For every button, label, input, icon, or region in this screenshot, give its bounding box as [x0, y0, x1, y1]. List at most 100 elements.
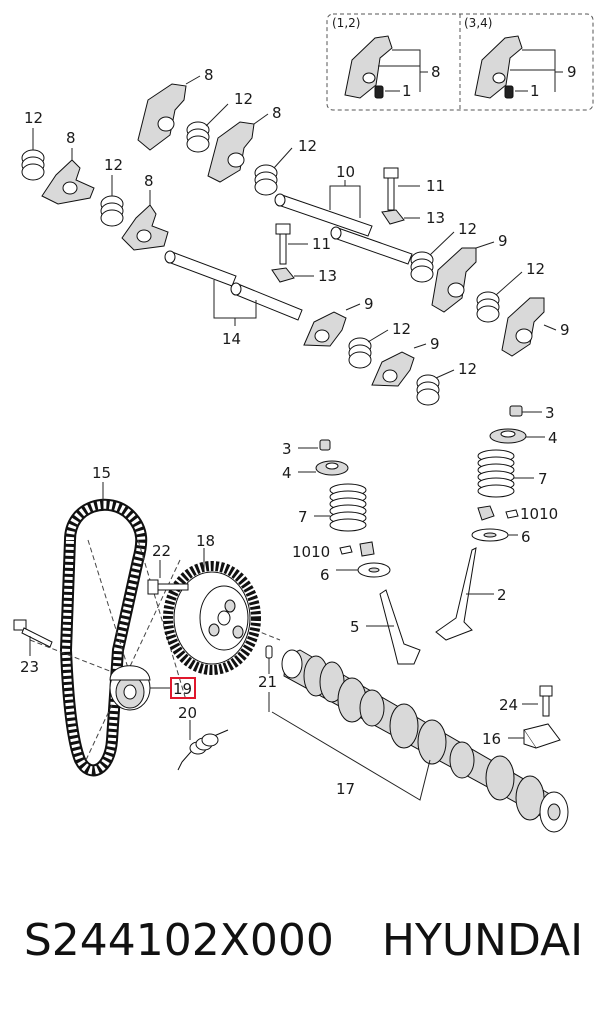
callout-8-inset: 8: [431, 63, 441, 81]
brand-name: HYUNDAI: [381, 914, 584, 966]
exploded-parts-diagram: (1,2) (3,4) 8 1 9 1: [13, 13, 594, 833]
callout-4: 4: [548, 429, 558, 447]
callout-1010: 1010: [292, 543, 330, 561]
timing-belt: 15: [59, 464, 148, 777]
valve-train-left: 3 4 7 1010 6 5: [282, 439, 421, 665]
callout-17: 17: [336, 780, 355, 798]
rocker-spring: [348, 337, 372, 369]
callout-10: 10: [336, 163, 355, 181]
callout-23: 23: [20, 658, 39, 676]
rocker-spring: [410, 251, 434, 283]
callout-12: 12: [392, 320, 411, 338]
rocker-arm-inset-left: [344, 35, 393, 99]
rocker-arm: [121, 204, 169, 251]
callout-12: 12: [526, 260, 545, 278]
rocker-spring: [100, 195, 124, 227]
camshaft-pin: 21: [258, 645, 277, 712]
callout-12: 12: [458, 220, 477, 238]
callout-7: 7: [538, 470, 548, 488]
part-number: S244102X000: [23, 914, 334, 966]
shaft-clip: [271, 267, 295, 283]
callout-9: 9: [498, 232, 508, 250]
callout-20: 20: [178, 704, 197, 722]
inset-label-left: (1,2): [332, 16, 360, 30]
rocker-arm: [501, 297, 545, 357]
callout-13: 13: [318, 267, 337, 285]
callout-21: 21: [258, 673, 277, 691]
callout-1-inset-right: 1: [530, 82, 540, 100]
callout-7: 7: [298, 508, 308, 526]
tensioner-spring: 20: [177, 704, 229, 771]
callout-9: 9: [430, 335, 440, 353]
valve-spring: [329, 483, 367, 532]
callout-3: 3: [282, 440, 292, 458]
callout-13: 13: [426, 209, 445, 227]
shaft-bolt: [383, 167, 399, 211]
callout-12: 12: [234, 90, 253, 108]
sensor-bracket: 24 16: [482, 685, 561, 749]
inset-label-right: (3,4): [464, 16, 492, 30]
callout-11: 11: [426, 177, 445, 195]
valve-stem-seal: [359, 541, 375, 557]
caption-bar: S244102X000 HYUNDAI: [0, 905, 607, 975]
callout-6: 6: [521, 528, 531, 546]
sprocket-bolt: 22: [147, 542, 189, 595]
rocker-spring: [476, 291, 500, 323]
callout-12: 12: [24, 109, 43, 127]
callout-1-inset-left: 1: [402, 82, 412, 100]
valve-cotter: [509, 405, 523, 417]
callout-16: 16: [482, 730, 501, 748]
callout-8: 8: [144, 172, 154, 190]
valve-stem-seal: [477, 505, 495, 521]
callout-6: 6: [320, 566, 330, 584]
callout-14: 14: [222, 330, 241, 348]
adjuster-screw-inset-left: [374, 85, 384, 99]
rocker-arm: [303, 311, 347, 347]
valve-spring: [477, 449, 515, 498]
callout-12: 12: [458, 360, 477, 378]
rocker-arm: [431, 247, 477, 313]
adjuster-screw-inset-right: [504, 85, 514, 99]
camshaft-sprocket: 18: [163, 532, 261, 675]
rocker-shaft: [333, 227, 413, 265]
callout-4: 4: [282, 464, 292, 482]
valve: [379, 589, 421, 665]
shaft-bolt: [275, 223, 291, 265]
shaft-clip: [381, 209, 405, 225]
callout-8: 8: [66, 129, 76, 147]
callout-8: 8: [204, 66, 214, 84]
callout-22: 22: [152, 542, 171, 560]
callout-19-highlighted[interactable]: 19: [173, 680, 192, 698]
rocker-arm: [207, 121, 255, 183]
callout-2: 2: [497, 586, 507, 604]
rocker-shaft: [167, 251, 237, 287]
rocker-arm-inset-right: [474, 35, 523, 99]
highlight-box-19: [170, 677, 196, 699]
rocker-arm: [371, 351, 415, 387]
callout-1010: 1010: [520, 505, 558, 523]
valve-train-right: 3 4 7 1010 6 2: [435, 404, 558, 641]
callout-11: 11: [312, 235, 331, 253]
callout-24: 24: [499, 696, 518, 714]
rocker-spring: [186, 121, 210, 153]
callout-5: 5: [350, 618, 360, 636]
camshaft: 17: [271, 649, 569, 833]
callout-15: 15: [92, 464, 111, 482]
callout-9: 9: [560, 321, 570, 339]
rocker-shaft-assembly: 8 8 8 8 12 12 12 12 10 11 13 11 13 12 9 …: [21, 66, 570, 406]
timing-belt-tensioner[interactable]: 19: [109, 665, 196, 711]
rocker-shaft: [233, 283, 303, 321]
callout-18: 18: [196, 532, 215, 550]
tensioner-bolt: 23: [13, 619, 53, 676]
callout-8: 8: [272, 104, 282, 122]
callout-9-inset: 9: [567, 63, 577, 81]
rocker-spring: [416, 374, 440, 406]
rocker-arm: [137, 83, 187, 151]
callout-9: 9: [364, 295, 374, 313]
inset-box: (1,2) (3,4) 8 1 9 1: [326, 13, 594, 111]
rocker-spring: [254, 164, 278, 196]
rocker-shaft: [277, 194, 373, 237]
callout-12: 12: [104, 156, 123, 174]
rocker-spring: [21, 149, 45, 181]
callout-3: 3: [545, 404, 555, 422]
